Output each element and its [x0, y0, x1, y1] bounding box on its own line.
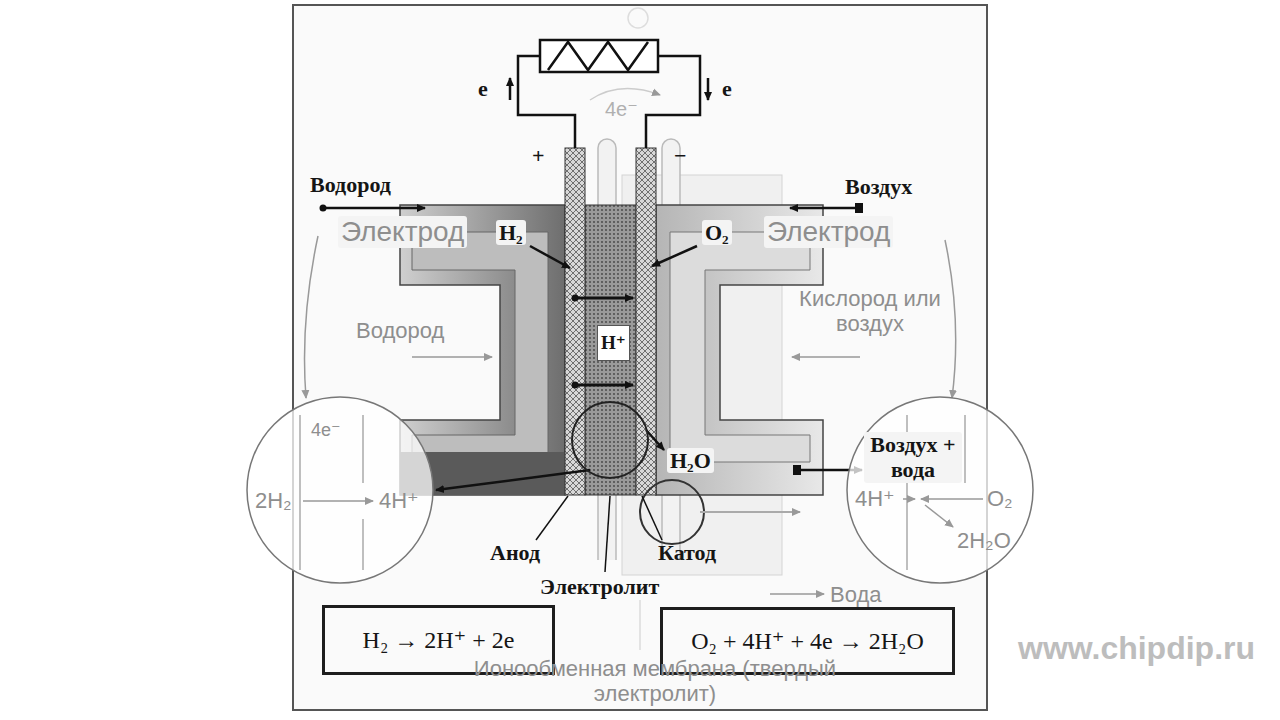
leader-line — [536, 496, 568, 540]
flow-arrow — [790, 207, 860, 210]
product-formula: 4H⁺ — [379, 489, 419, 513]
product-formula: H₂O — [667, 448, 714, 473]
callout-arrow — [700, 511, 800, 513]
proton-arrow-tail — [572, 295, 579, 302]
reactant-formula: 2H₂ — [255, 489, 292, 513]
flow-arrow — [322, 207, 425, 210]
flow-arrow-grey — [770, 593, 824, 595]
layer-line — [906, 415, 908, 570]
flow-arrow — [530, 246, 570, 268]
electron-count: 4e⁻ — [311, 421, 341, 441]
product-label: Воздух + вода — [864, 432, 962, 483]
leader-line — [640, 600, 641, 650]
cathode — [636, 148, 656, 495]
product-formula: 2H₂O — [957, 529, 1011, 553]
leader-line — [945, 240, 956, 398]
layer-line — [964, 415, 966, 483]
flow-arrow — [652, 246, 697, 266]
ion-box: H⁺ — [597, 325, 630, 361]
electron-arrow — [707, 78, 710, 100]
part-name: Электролит — [540, 574, 659, 599]
flow-arrow-grey — [792, 356, 860, 358]
flow-arrow-grey — [412, 356, 492, 358]
magnifier-circle — [247, 397, 433, 583]
terminal-sign: − — [674, 143, 687, 168]
watermark: www.chipdip.ru — [1018, 630, 1255, 667]
reactant-formula: 4H⁺ — [855, 487, 895, 511]
part-name: Анод — [490, 540, 540, 565]
resistor-zigzag — [548, 42, 648, 70]
flow-arrow-tail — [793, 465, 801, 475]
magnifier-ring — [572, 402, 648, 478]
reaction-arrow — [903, 498, 915, 500]
part-name: Электрод — [338, 216, 467, 248]
anode — [565, 148, 585, 495]
callout-arrow — [436, 470, 590, 490]
leader-line — [305, 236, 319, 398]
part-name: Электрод — [764, 216, 893, 248]
leader-line — [605, 496, 610, 572]
layer-line — [362, 415, 364, 483]
part-name: Ионообменная мембрана (твердый электроли… — [470, 656, 840, 707]
reaction-equation: H₂ → 2H⁺ + 2e — [363, 627, 515, 653]
resistor-symbol — [540, 40, 658, 72]
layer-line — [362, 519, 364, 570]
gas-formula: O₂ — [702, 220, 732, 245]
gas-label: Кислород или воздух — [790, 286, 950, 337]
reaction-arrow — [925, 505, 953, 527]
electron-arrow — [509, 78, 512, 100]
current-label: e — [722, 76, 732, 101]
proton-arrow — [573, 384, 633, 387]
wire — [646, 56, 700, 148]
ion-formula: H⁺ — [601, 333, 626, 354]
current-label: e — [478, 76, 488, 101]
anode-channel-inner — [412, 232, 548, 462]
reaction-arrow — [921, 498, 983, 500]
gas-label: Водород — [310, 172, 391, 197]
reaction-arrow — [303, 500, 373, 502]
terminal-sign: + — [532, 143, 545, 168]
gas-label: Воздух — [845, 174, 912, 199]
electron-count: 4e⁻ — [605, 98, 638, 121]
cathode-channel-inner — [670, 232, 810, 462]
wire — [518, 56, 575, 148]
cathode-channel — [656, 205, 823, 495]
magnified-view: 4e⁻ 2H₂ 4H⁺ — [245, 395, 435, 585]
magnified-view: 4H⁺ O₂ 2H₂O — [845, 395, 1035, 585]
reactant-formula: O₂ — [987, 487, 1013, 511]
gas-formula: H₂ — [496, 220, 526, 245]
proton-arrow-tail — [572, 382, 579, 389]
part-name: Катод — [658, 540, 716, 565]
gas-label: Водород — [356, 318, 444, 343]
magnifier-ring — [640, 480, 704, 544]
leader-line — [642, 496, 662, 540]
product-label: Вода — [830, 582, 882, 607]
magnifier-circle — [847, 397, 1033, 583]
layer-line — [299, 415, 301, 570]
proton-arrow — [573, 297, 633, 300]
electrolyte — [585, 205, 636, 495]
flow-arrow-tail — [855, 203, 863, 213]
reaction-equation: O₂ + 4H⁺ + 4e → 2H₂O — [691, 628, 923, 654]
flow-arrow-tail — [320, 205, 327, 212]
frame — [293, 5, 987, 710]
lamp-ghost — [628, 8, 648, 28]
